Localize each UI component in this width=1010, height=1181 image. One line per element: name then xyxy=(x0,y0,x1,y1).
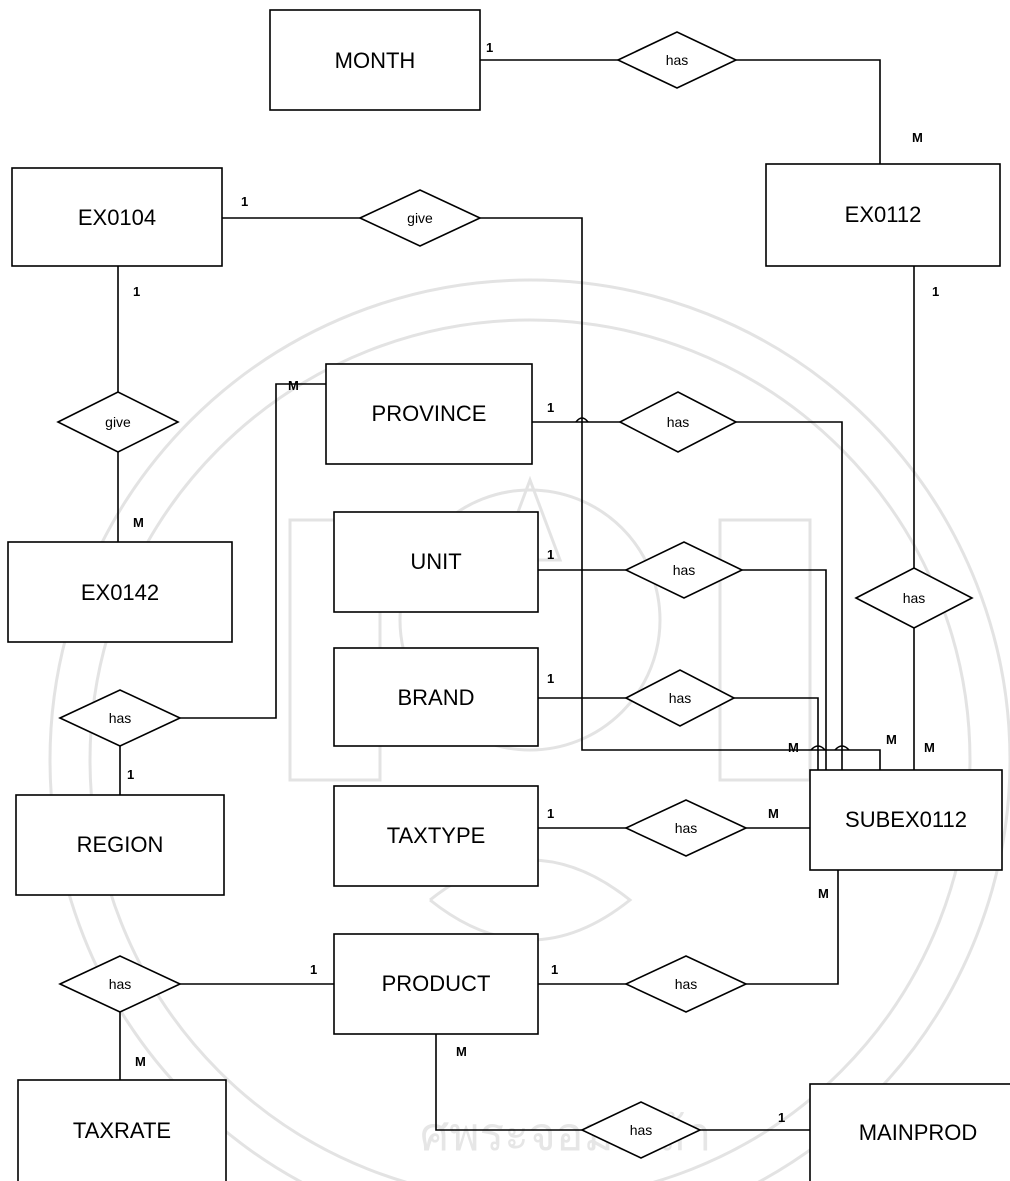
cardinality-label: M xyxy=(886,732,897,747)
relationship-label: has xyxy=(667,414,690,430)
entity-label: PRODUCT xyxy=(382,971,491,996)
entity-taxrate: TAXRATE xyxy=(17,1079,227,1181)
entity-label: EX0112 xyxy=(845,202,922,227)
cardinality-label: M xyxy=(456,1044,467,1059)
entity-ex0112: EX0112 xyxy=(765,163,1001,267)
relationship-province-has: has xyxy=(618,391,738,453)
relationship-label: has xyxy=(669,690,692,706)
relationship-brand-has: has xyxy=(624,669,736,727)
entity-label: PROVINCE xyxy=(372,401,487,426)
relationship-month-has: has xyxy=(616,31,738,89)
entity-label: SUBEX0112 xyxy=(845,807,967,832)
relationship-label: has xyxy=(903,590,926,606)
cardinality-label: M xyxy=(133,515,144,530)
relationship-region-has: has xyxy=(58,689,182,747)
cardinality-label: M xyxy=(924,740,935,755)
entity-product: PRODUCT xyxy=(333,933,539,1035)
entity-unit: UNIT xyxy=(333,511,539,613)
entity-brand: BRAND xyxy=(333,647,539,747)
entity-ex0142: EX0142 xyxy=(7,541,233,643)
cardinality-label: M xyxy=(818,886,829,901)
relationship-mainprod-has: has xyxy=(580,1101,702,1159)
cardinality-label: 1 xyxy=(547,400,554,415)
entity-label: UNIT xyxy=(410,549,461,574)
relationship-label: has xyxy=(675,976,698,992)
relationship-product-has: has xyxy=(624,955,748,1013)
cardinality-labels: 1 M 1 1 1 M 1 M 1 1 M M M 1 1 M M 1 1 M … xyxy=(127,40,939,1125)
entity-label: TAXRATE xyxy=(73,1118,171,1143)
relationship-unit-has: has xyxy=(624,541,744,599)
relationship-ex0112-has: has xyxy=(854,567,974,629)
cardinality-label: M xyxy=(288,378,299,393)
cardinality-label: 1 xyxy=(547,547,554,562)
entity-month: MONTH xyxy=(269,9,481,111)
cardinality-label: M xyxy=(788,740,799,755)
relationship-label: has xyxy=(109,710,132,726)
entity-subex0112: SUBEX0112 xyxy=(809,769,1003,871)
relationship-ex0142-give: give xyxy=(56,391,180,453)
cardinality-label: M xyxy=(135,1054,146,1069)
entity-label: BRAND xyxy=(397,685,474,710)
cardinality-label: 1 xyxy=(241,194,248,209)
relationship-label: has xyxy=(675,820,698,836)
entity-label: TAXTYPE xyxy=(387,823,486,848)
relationship-taxrate-has: has xyxy=(58,955,182,1013)
cardinality-label: 1 xyxy=(547,806,554,821)
relationship-label: give xyxy=(407,210,433,226)
entity-region: REGION xyxy=(15,794,225,896)
entity-label: REGION xyxy=(77,832,164,857)
cardinality-label: 1 xyxy=(133,284,140,299)
entity-taxtype: TAXTYPE xyxy=(333,785,539,887)
relationship-label: has xyxy=(109,976,132,992)
cardinality-label: 1 xyxy=(551,962,558,977)
cardinality-label: 1 xyxy=(547,671,554,686)
connector-lines xyxy=(117,59,915,1131)
relationship-label: has xyxy=(666,52,689,68)
relationship-label: has xyxy=(673,562,696,578)
relationship-label: give xyxy=(105,414,131,430)
cardinality-label: 1 xyxy=(932,284,939,299)
cardinality-label: 1 xyxy=(778,1110,785,1125)
cardinality-label: 1 xyxy=(310,962,317,977)
entity-ex0104: EX0104 xyxy=(11,167,223,267)
relationship-taxtype-has: has xyxy=(624,799,748,857)
relationship-ex0104-give: give xyxy=(358,189,482,247)
relationship-label: has xyxy=(630,1122,653,1138)
entity-label: MAINPROD xyxy=(859,1120,978,1145)
cardinality-label: M xyxy=(912,130,923,145)
entity-label: EX0142 xyxy=(81,580,159,605)
entity-province: PROVINCE xyxy=(325,363,533,465)
entity-label: EX0104 xyxy=(78,205,156,230)
cardinality-label: M xyxy=(768,806,779,821)
cardinality-label: 1 xyxy=(486,40,493,55)
cardinality-label: 1 xyxy=(127,767,134,782)
entity-mainprod: MAINPROD xyxy=(809,1083,1010,1181)
entity-label: MONTH xyxy=(335,48,416,73)
